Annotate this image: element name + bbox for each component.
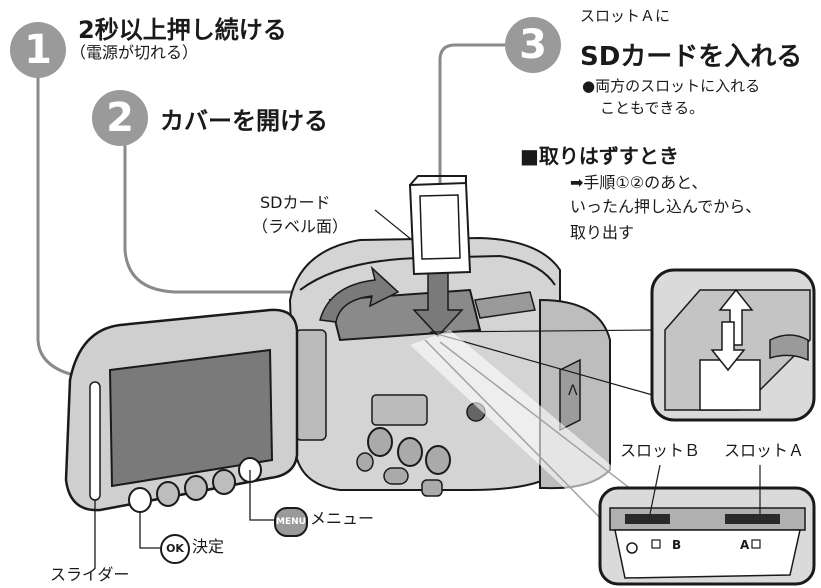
side-button-1 [367,427,393,457]
detail-panel-slots [598,486,816,586]
side-button-2 [397,437,423,467]
slider-strip [89,381,101,501]
menu-label: メニュー [310,509,375,528]
slot-a [725,514,780,524]
slot-a-label: スロットＡ [724,441,805,460]
sd-label-line1: SDカード [260,193,331,212]
step3-bullet-cont: こともできる。 [600,99,705,117]
callout-lines-top [429,329,657,397]
step1-note: （電源が切れる） [70,43,199,62]
open-cover-arrow [319,265,400,323]
step2-circle: 2 [92,90,148,146]
slot-b-mark: B [672,538,682,552]
removal-heading: ■取りはずすとき [520,144,679,168]
removal-line2: いったん押し込んでから、 [570,197,762,216]
menu-pointer [249,470,275,521]
step3-circle: 3 [505,17,561,73]
step1-circle: 1 [10,22,66,78]
step2-title: カバーを開ける [160,107,328,135]
slider-label: スライダー [50,565,130,584]
sd-label-line2: （ラベル面） [252,217,349,236]
slot-a-mark: A [740,538,750,552]
slot-b-pointer [649,464,661,515]
step1-title: 2秒以上押し続ける [78,16,287,44]
step3-pre: スロットＡに [580,7,671,25]
side-button-3 [425,445,451,475]
menu-icon: MENU [274,507,308,537]
step3-leader-line [438,43,505,215]
slot-b [625,514,670,524]
step3-title: SDカードを入れる [580,42,803,72]
ok-pointer [139,512,160,549]
sd-card [408,175,472,276]
removal-line1: ➡手順①②のあと、 [570,173,708,192]
ok-icon: OK [160,534,190,564]
lcd-panel [64,308,299,513]
sd-label-pointer [374,209,413,241]
lcd-button-ok [128,487,152,513]
slot-b-label: スロットＢ [620,441,701,460]
detail-panel-removal [650,268,816,422]
lcd-screen [108,348,274,488]
ok-label: 決定 [192,537,225,556]
step2-leader-line [123,145,310,294]
svg-text:Λ: Λ [568,383,578,399]
step3-bullet: ●両方のスロットに入れる [582,77,761,95]
removal-line3: 取り出す [570,223,635,242]
